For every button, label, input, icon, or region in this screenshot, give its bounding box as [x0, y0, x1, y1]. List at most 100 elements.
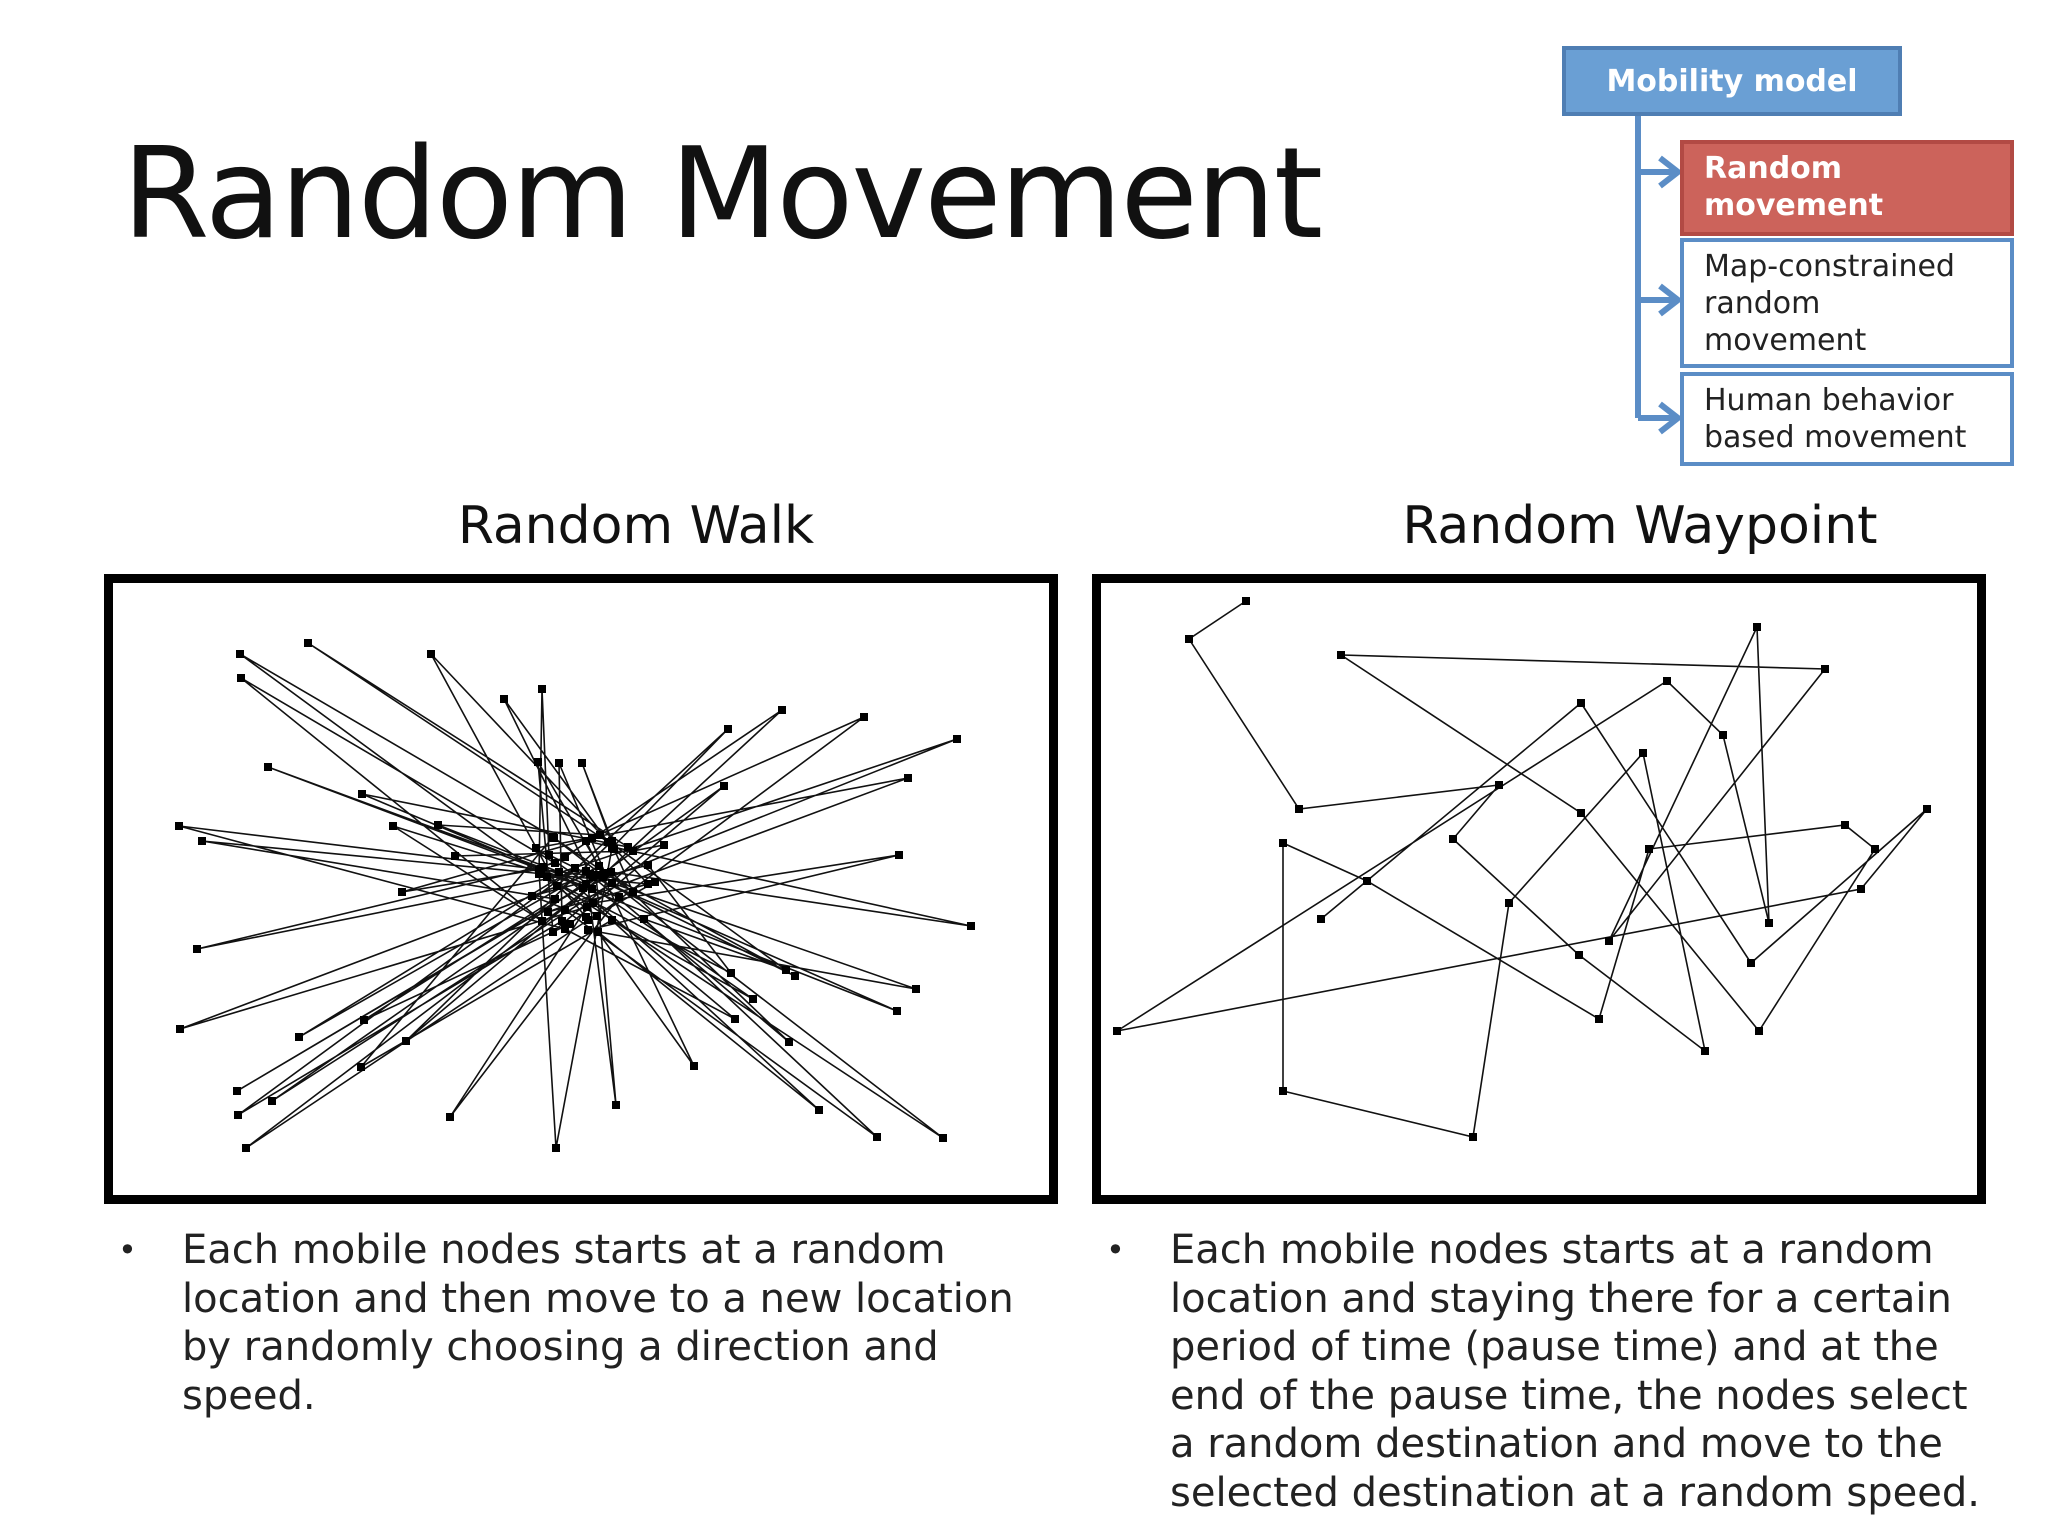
- random-walk-node: [588, 885, 596, 893]
- random-walk-node: [589, 873, 597, 881]
- random-waypoint-node: [1279, 839, 1287, 847]
- random-walk-node: [551, 895, 559, 903]
- random-waypoint-node: [1639, 749, 1647, 757]
- random-waypoint-node: [1469, 1133, 1477, 1141]
- random-walk-node: [535, 866, 543, 874]
- random-walk-node: [644, 880, 652, 888]
- random-walk-node: [596, 831, 604, 839]
- random-walk-node: [599, 873, 607, 881]
- random-walk-node: [237, 674, 245, 682]
- random-walk-node: [584, 926, 592, 934]
- random-walk-node: [175, 822, 183, 830]
- random-waypoint-node: [1747, 959, 1755, 967]
- random-walk-node: [561, 853, 569, 861]
- random-walk-node: [545, 851, 553, 859]
- random-walk-node: [893, 1007, 901, 1015]
- random-waypoint-node: [1701, 1047, 1709, 1055]
- random-waypoint-plot: [1092, 574, 1986, 1204]
- random-walk-node: [532, 844, 540, 852]
- random-walk-node: [612, 1101, 620, 1109]
- random-walk-node: [236, 650, 244, 658]
- random-walk-node: [264, 763, 272, 771]
- random-walk-node: [242, 1144, 250, 1152]
- random-waypoint-node: [1605, 937, 1613, 945]
- random-walk-node: [538, 917, 546, 925]
- description-line: period of time (pause time) and at the: [1170, 1324, 1939, 1370]
- random-waypoint-node: [1242, 597, 1250, 605]
- random-walk-node: [234, 1111, 242, 1119]
- random-walk-node: [660, 841, 668, 849]
- random-walk-node: [451, 852, 459, 860]
- hierarchy-item-line: movement: [1704, 188, 1884, 223]
- random-walk-node: [304, 639, 312, 647]
- random-waypoint-node: [1577, 699, 1585, 707]
- random-walk-node: [176, 1025, 184, 1033]
- slide-title: Random Movement: [122, 120, 1323, 267]
- random-walk-node: [593, 912, 601, 920]
- hierarchy-item-map-constrained: Map-constrained random movement: [1680, 238, 2014, 368]
- random-walk-node: [629, 847, 637, 855]
- random-walk-node: [578, 759, 586, 767]
- random-walk-node: [427, 650, 435, 658]
- random-walk-node: [434, 821, 442, 829]
- random-walk-node: [553, 882, 561, 890]
- random-walk-node: [558, 917, 566, 925]
- random-walk-node: [608, 879, 616, 887]
- random-walk-node: [233, 1087, 241, 1095]
- random-walk-node: [939, 1134, 947, 1142]
- random-waypoint-node: [1857, 885, 1865, 893]
- random-walk-node: [358, 790, 366, 798]
- description-line: speed.: [182, 1372, 316, 1419]
- random-walk-node: [561, 925, 569, 933]
- random-waypoint-node: [1279, 1087, 1287, 1095]
- random-waypoint-node: [1923, 805, 1931, 813]
- random-walk-node: [398, 888, 406, 896]
- random-walk-node: [528, 892, 536, 900]
- random-walk-node: [873, 1133, 881, 1141]
- description-item: • Each mobile nodes starts at a random l…: [118, 1226, 1062, 1420]
- random-waypoint-node: [1337, 651, 1345, 659]
- description-line: end of the pause time, the nodes select: [1170, 1372, 1968, 1419]
- random-walk-node: [582, 867, 590, 875]
- random-walk-node: [534, 758, 542, 766]
- random-waypoint-node: [1871, 845, 1879, 853]
- random-waypoint-node: [1505, 899, 1513, 907]
- random-waypoint-description: • Each mobile nodes starts at a random l…: [1106, 1226, 2030, 1517]
- hierarchy-item-line: Human behavior: [1704, 383, 1954, 418]
- random-walk-node: [571, 864, 579, 872]
- random-waypoint-node: [1841, 821, 1849, 829]
- random-waypoint-node: [1449, 835, 1457, 843]
- random-waypoint-node: [1575, 951, 1583, 959]
- description-line: Each mobile nodes starts at a random: [1170, 1227, 1934, 1273]
- random-walk-node: [731, 1015, 739, 1023]
- random-walk-description: • Each mobile nodes starts at a random l…: [118, 1226, 1062, 1420]
- random-walk-node: [604, 838, 612, 846]
- random-waypoint-node: [1755, 1027, 1763, 1035]
- random-waypoint-path: [1116, 600, 1928, 1138]
- random-walk-node: [549, 928, 557, 936]
- random-walk-node: [538, 685, 546, 693]
- random-walk-node: [690, 1062, 698, 1070]
- random-walk-node: [360, 1016, 368, 1024]
- random-walk-node: [615, 893, 623, 901]
- random-waypoint-node: [1645, 845, 1653, 853]
- random-waypoint-node: [1185, 635, 1193, 643]
- random-walk-node: [193, 945, 201, 953]
- random-waypoint-node: [1577, 809, 1585, 817]
- random-walk-node: [402, 1037, 410, 1045]
- random-waypoint-node: [1363, 877, 1371, 885]
- hierarchy-item-line: random: [1704, 286, 1821, 321]
- random-walk-node: [549, 833, 557, 841]
- random-walk-node: [778, 706, 786, 714]
- random-waypoint-node: [1317, 915, 1325, 923]
- random-walk-node: [543, 873, 551, 881]
- hierarchy-item-line: Random: [1704, 151, 1843, 186]
- hierarchy-item-human-behavior: Human behavior based movement: [1680, 372, 2014, 466]
- description-line: Each mobile nodes starts at a random: [182, 1227, 946, 1273]
- random-walk-node: [785, 1038, 793, 1046]
- hierarchy-item-line: Map-constrained: [1704, 249, 1955, 284]
- random-walk-node: [446, 1113, 454, 1121]
- description-line: location and then move to a new location: [182, 1275, 1014, 1322]
- random-walk-node: [555, 868, 563, 876]
- random-walk-node: [607, 868, 615, 876]
